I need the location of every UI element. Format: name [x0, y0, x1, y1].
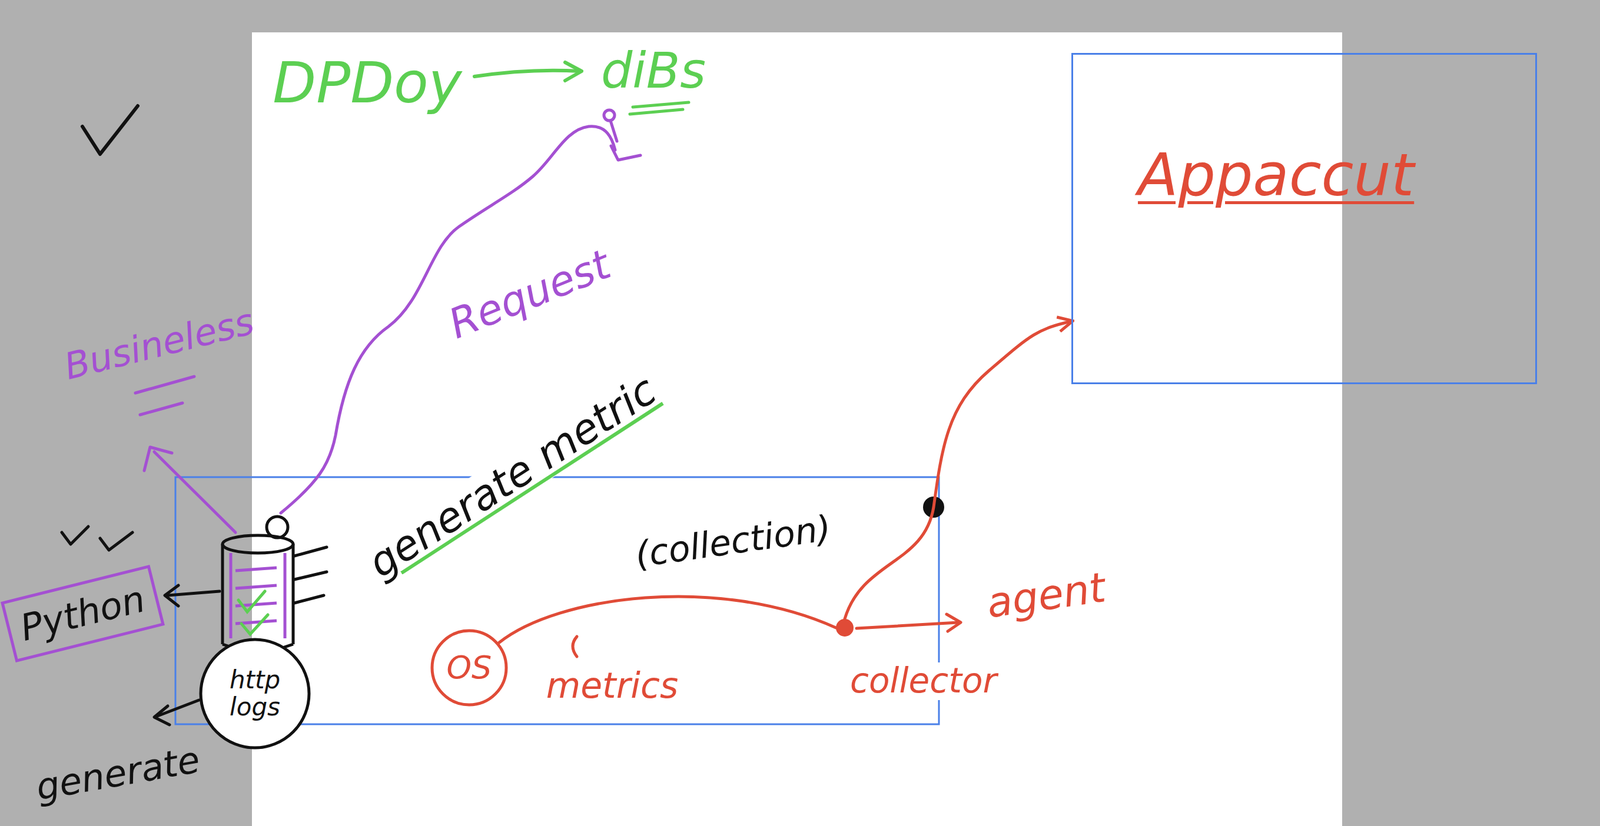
agent-arrow — [856, 622, 959, 629]
node-text: collector — [847, 662, 999, 701]
node-text: http logs — [229, 666, 281, 722]
python-arrow — [167, 591, 220, 596]
cylinder-top — [222, 535, 294, 554]
metrics-bracket — [572, 636, 577, 657]
green-arrow — [474, 70, 580, 77]
metric-strokes — [294, 547, 327, 604]
python-arrow-head — [164, 585, 179, 607]
node-text: Python — [16, 579, 149, 649]
cylinder-shading — [230, 553, 285, 639]
green-check — [238, 591, 268, 635]
business-arrow-head — [144, 447, 172, 471]
generate-label: generate — [32, 739, 203, 809]
underline — [629, 102, 689, 115]
metrics-label: metrics — [546, 666, 679, 706]
cylinder-body — [222, 544, 294, 652]
source-label: DPDoy — [272, 52, 462, 115]
python-box: Python — [0, 565, 165, 663]
target-label: diBs — [601, 43, 706, 98]
node-text: OS — [446, 650, 493, 686]
output-port — [266, 516, 288, 539]
business-label: Busineless — [60, 301, 258, 388]
account-box: Appaccut — [1071, 52, 1538, 385]
os-circle: OS — [430, 629, 509, 707]
request-end — [603, 110, 615, 121]
business-arrow — [154, 452, 236, 533]
agent-arrow-head — [946, 614, 961, 632]
connector — [499, 596, 836, 644]
http-circle: http logs — [198, 638, 311, 750]
collector-dot — [835, 619, 854, 637]
generate-arrow-head — [154, 706, 170, 726]
check-mark — [82, 105, 138, 155]
collector-point: collector — [835, 619, 999, 701]
circle-shape — [200, 639, 310, 749]
green-arrow-head — [565, 62, 582, 81]
circle-shape — [432, 631, 507, 706]
node-text: Appaccut — [1137, 143, 1524, 208]
check-marks — [61, 526, 133, 551]
underline — [135, 376, 195, 416]
generate-arrow — [155, 700, 199, 717]
